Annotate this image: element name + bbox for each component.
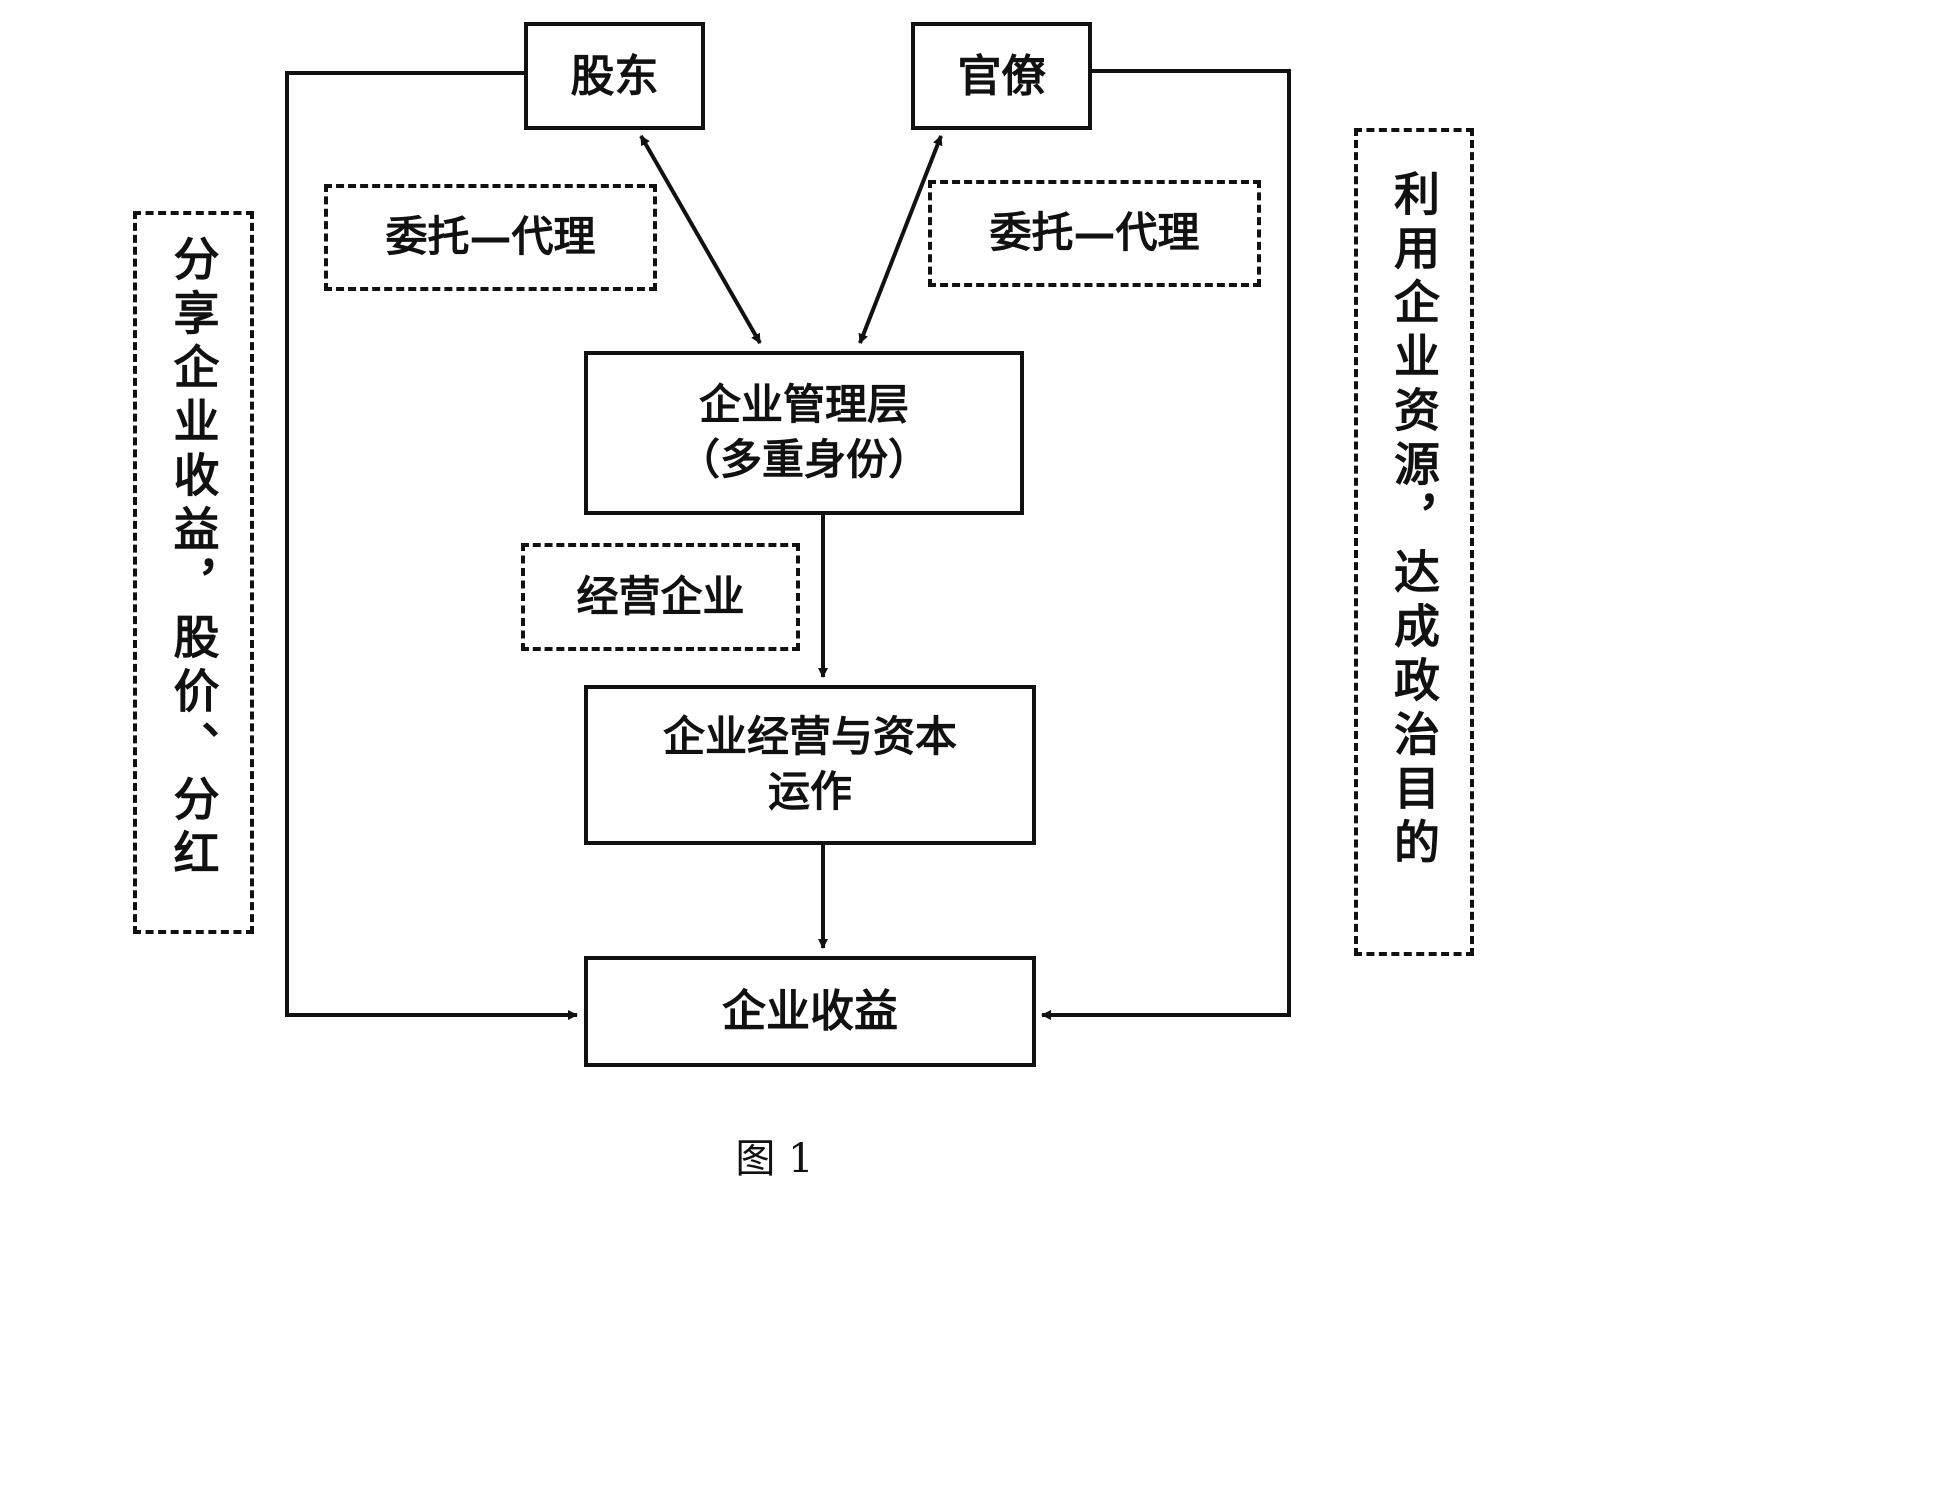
node-revenue: 企业收益 <box>584 956 1036 1067</box>
side-note-left-text: 分享企业收益，股价、分红 <box>166 235 221 883</box>
node-shareholders-label: 股东 <box>570 50 659 102</box>
node-operations-line1: 企业经营与资本 <box>662 712 957 762</box>
label-right-agency-text: 委托—代理 <box>989 208 1200 258</box>
node-shareholders: 股东 <box>524 22 705 130</box>
arrow-bureaucrats-management <box>858 135 943 344</box>
label-right-agency: 委托—代理 <box>928 180 1261 287</box>
arrow-bureaucrats-revenue <box>1041 69 1291 1020</box>
diagram-connectors <box>285 69 1291 1020</box>
node-bureaucrats-label: 官僚 <box>957 50 1046 102</box>
label-operate-text: 经营企业 <box>576 571 745 621</box>
node-management: 企业管理层 （多重身份） <box>584 351 1024 515</box>
arrow-shareholders-revenue <box>285 71 578 1020</box>
figure-caption: 图 1 <box>735 1136 814 1182</box>
side-note-left: 分享企业收益，股价、分红 <box>133 211 254 934</box>
node-management-line1: 企业管理层 <box>698 380 909 430</box>
side-note-right: 利用企业资源，达成政治目的 <box>1354 128 1474 956</box>
side-note-right-text: 利用企业资源，达成政治目的 <box>1387 170 1441 872</box>
label-left-agency-text: 委托—代理 <box>385 212 596 262</box>
node-operations: 企业经营与资本 运作 <box>584 685 1036 845</box>
label-left-agency: 委托—代理 <box>324 184 657 291</box>
node-management-line2: （多重身份） <box>677 435 930 484</box>
arrow-shareholders-management <box>639 135 762 344</box>
node-operations-line2: 运作 <box>767 767 852 816</box>
node-revenue-label: 企业收益 <box>722 986 898 1037</box>
node-bureaucrats: 官僚 <box>911 22 1092 130</box>
label-operate: 经营企业 <box>521 543 800 651</box>
